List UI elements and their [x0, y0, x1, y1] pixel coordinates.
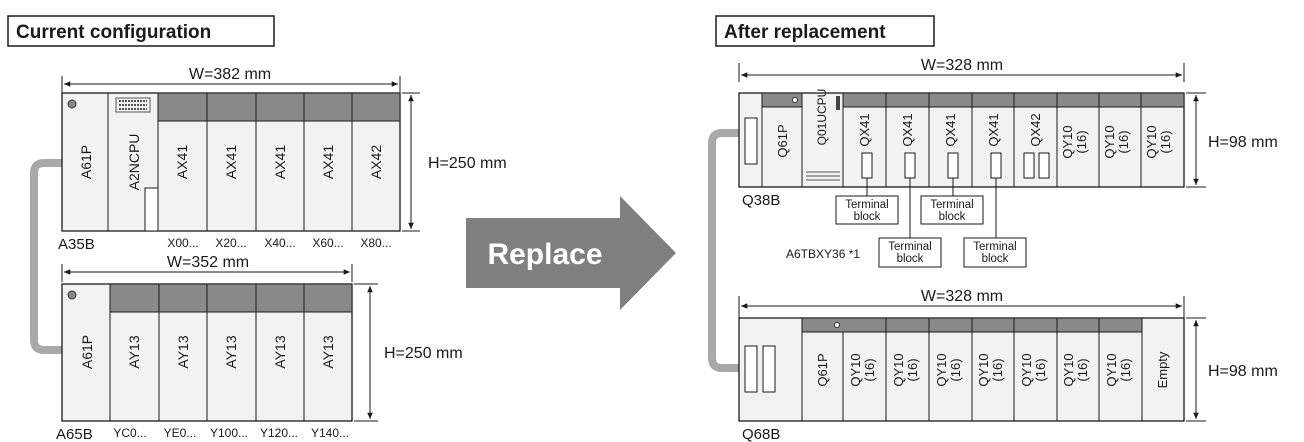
replace-label: Replace	[487, 238, 602, 271]
rack2-mod-3: AY13	[223, 335, 239, 368]
rack-a35b: W=382 mm A61P A2NCPU AX41 AX41	[58, 66, 507, 253]
q-extension-cable	[708, 129, 740, 372]
rack1-name: A35B	[58, 236, 95, 253]
q-rack2-mod-2: QY10(16)	[891, 353, 920, 386]
q-rack2-mod-0: Q61P	[815, 353, 830, 386]
rack1-mod-2: AX41	[174, 145, 190, 179]
rack2-addr-1: YE0...	[164, 426, 197, 440]
cpu-vent-icon	[806, 96, 840, 181]
q-rack1-mod-0: Q61P	[775, 124, 790, 157]
rack2-mod-5: AY13	[320, 335, 336, 368]
q-rack2-mod-8: Empty	[1155, 351, 1170, 388]
q-rack2-mod-3: QY10(16)	[934, 353, 963, 386]
rack-q68b: W=328 mm Q61P QY10(16) QY10(16) QY10(16)	[738, 288, 1278, 442]
rack2-height-label: H=250 mm	[384, 345, 463, 362]
right-title: After replacement	[724, 22, 886, 43]
rack1-io-slots: AX41 AX41 AX41 AX41 AX42	[157, 92, 401, 231]
q-rack1-mod-4: QX41	[943, 113, 958, 146]
q-rack1-mod-8: QY10(16)	[1102, 125, 1131, 158]
rack-q38b: W=328 mm Q61P Q01UCPU	[738, 57, 1278, 209]
rack1-mod-6: AX42	[368, 145, 384, 179]
rack1-addr-0: X00...	[167, 236, 198, 250]
q-rack2-name: Q68B	[742, 426, 780, 442]
q-rack2-height-label: H=98 mm	[1208, 363, 1278, 380]
rack1-mod-3: AX41	[223, 145, 239, 179]
q-rack1-mod-1: Q01UCPU	[815, 89, 829, 146]
rack1-addr-3: X60...	[312, 236, 343, 250]
extension-cable	[30, 159, 64, 354]
rack1-height-label: H=250 mm	[428, 155, 507, 172]
rack2-mod-4: AY13	[272, 335, 288, 368]
after-replacement: After replacement W=328 mm Q61P Q01UCPU	[708, 15, 1278, 442]
rack1-mod-1: A2NCPU	[126, 134, 142, 191]
q-rack2-mod-6: QY10(16)	[1061, 353, 1090, 386]
q-rack1-mod-7: QY10(16)	[1060, 125, 1089, 158]
q-rack1-mod-5: QX41	[986, 113, 1001, 146]
q-rack1-io-slots: QX41 QX41 QX41 QX41 QX42 QY10(16) QY10(1…	[842, 92, 1185, 187]
rack1-addr-1: X20...	[215, 236, 246, 250]
adapter-label: A6TBXY36 *1	[786, 247, 860, 261]
q-rack1-mod-2: QX41	[857, 113, 872, 146]
q-rack1-height-label: H=98 mm	[1208, 134, 1278, 151]
rack-a65b: W=352 mm A61P AY13 AY13 AY13 AY13 AY13 H…	[56, 254, 463, 442]
arrow-shape	[466, 196, 676, 310]
rack2-mod-1: AY13	[126, 335, 142, 368]
q-rack1-mod-3: QX41	[900, 113, 915, 146]
cpu-grille-icon	[115, 97, 151, 113]
rack2-addr-2: Y100...	[210, 426, 248, 440]
rack1-addr-2: X40...	[264, 236, 295, 250]
rack2-io-slots: AY13 AY13 AY13 AY13 AY13	[109, 283, 353, 421]
q-rack2-mod-4: QY10(16)	[976, 353, 1005, 386]
rack2-addr-4: Y140...	[311, 426, 349, 440]
q-rack2-mod-7: QY10(16)	[1104, 353, 1133, 386]
q-rack1-mod-6: QX42	[1028, 113, 1043, 146]
rack2-mod-0: A61P	[79, 335, 95, 369]
rack1-mod-5: AX41	[320, 145, 336, 179]
rack1-mod-0: A61P	[78, 145, 94, 179]
q-rack1-width-label: W=328 mm	[921, 57, 1003, 74]
rack2-width-label: W=352 mm	[167, 254, 249, 271]
rack2-mod-2: AY13	[175, 335, 191, 368]
q-rack2-width-label: W=328 mm	[921, 288, 1003, 305]
q-rack2-io-slots: QY10(16) QY10(16) QY10(16) QY10(16) QY10…	[848, 318, 1170, 421]
q-rack1-mod-9: QY10(16)	[1144, 125, 1173, 158]
rack1-mod-4: AX41	[272, 145, 288, 179]
rack2-name: A65B	[56, 426, 93, 442]
rack1-width-label: W=382 mm	[189, 66, 271, 83]
current-configuration: Current configuration W=382 mm A61P A2NC…	[7, 15, 507, 442]
replace-arrow: Replace	[466, 196, 676, 310]
q-rack1-name: Q38B	[742, 192, 780, 209]
left-title: Current configuration	[16, 22, 211, 43]
rack2-addr-0: YC0...	[113, 426, 146, 440]
rack2-addr-3: Y120...	[260, 426, 298, 440]
q-rack2-mod-5: QY10(16)	[1019, 353, 1048, 386]
rack1-addr-4: X80...	[360, 236, 391, 250]
q-rack2-mod-1: QY10(16)	[848, 353, 877, 386]
